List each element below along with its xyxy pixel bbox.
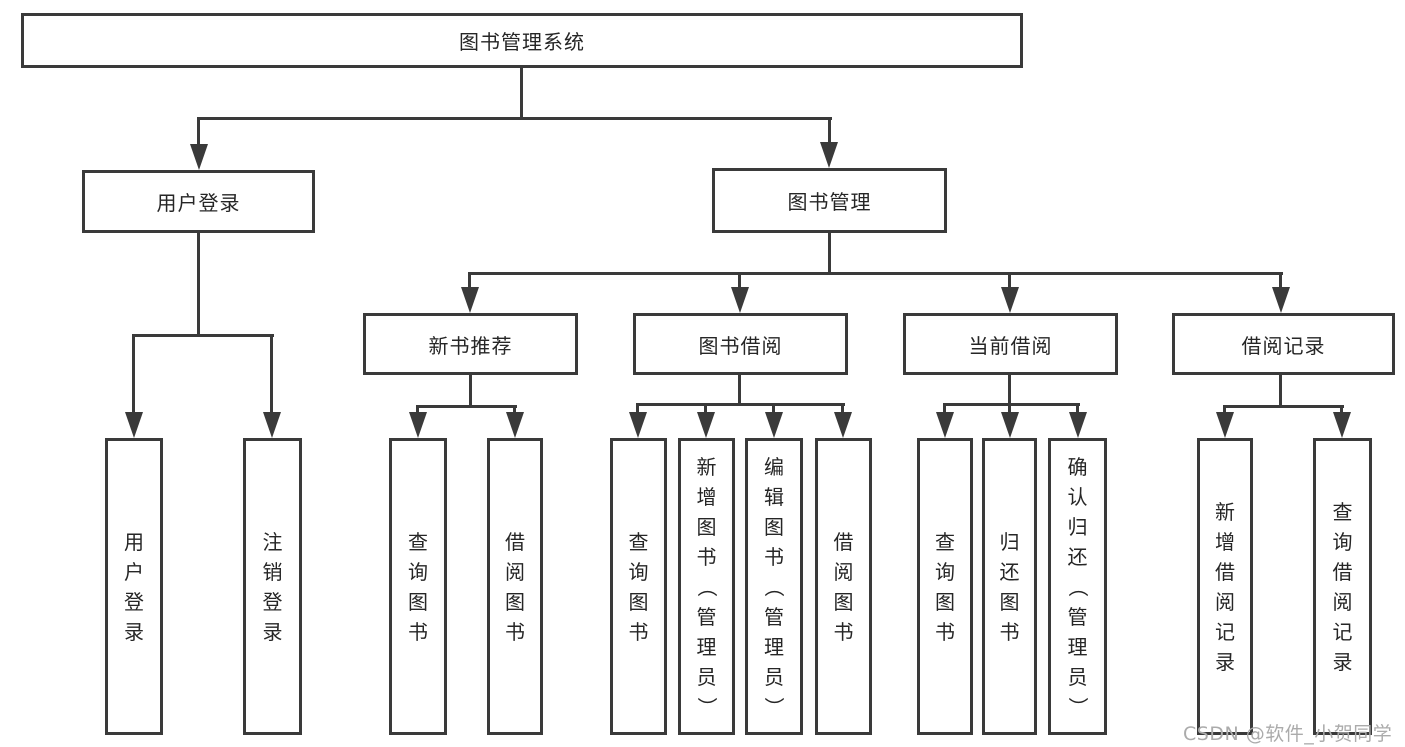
connector-line	[270, 334, 273, 414]
leaf-return-books: 归还图书	[982, 438, 1037, 735]
node-label: 借阅图书	[833, 529, 854, 644]
node-new-book-recommend: 新书推荐	[363, 313, 578, 375]
node-label: 用户登录	[124, 529, 144, 644]
node-borrow-records: 借阅记录	[1172, 313, 1395, 375]
connector-arrow-icon	[765, 412, 783, 438]
connector-line	[513, 405, 516, 414]
node-label: 图书管理系统	[459, 30, 585, 54]
node-label: 编辑图书（管理员）	[762, 454, 786, 717]
connector-line	[943, 403, 946, 414]
leaf-query-books-borrow: 查询图书	[610, 438, 667, 735]
connector-arrow-icon	[820, 142, 838, 168]
connector-line	[738, 375, 741, 406]
leaf-query-borrow-record: 查询借阅记录	[1313, 438, 1372, 735]
connector-arrow-icon	[1333, 412, 1351, 438]
leaf-borrow-books-recommend: 借阅图书	[487, 438, 543, 735]
node-user-login: 用户登录	[82, 170, 315, 233]
connector-arrow-icon	[731, 287, 749, 313]
connector-arrow-icon	[461, 287, 479, 313]
connector-arrow-icon	[629, 412, 647, 438]
connector-line	[1279, 272, 1282, 290]
leaf-query-books-recommend: 查询图书	[389, 438, 447, 735]
leaf-edit-books-admin: 编辑图书（管理员）	[745, 438, 803, 735]
node-label: 查询图书	[628, 529, 649, 644]
leaf-user-login: 用户登录	[105, 438, 163, 735]
connector-line	[469, 272, 1283, 275]
connector-arrow-icon	[409, 412, 427, 438]
node-library-system: 图书管理系统	[21, 13, 1023, 68]
connector-arrow-icon	[834, 412, 852, 438]
node-book-management: 图书管理	[712, 168, 947, 233]
leaf-borrow-books: 借阅图书	[815, 438, 872, 735]
node-label: 用户登录	[156, 191, 241, 215]
node-current-borrow: 当前借阅	[903, 313, 1118, 375]
connector-line	[738, 272, 741, 290]
connector-line	[704, 403, 707, 414]
connector-line	[416, 405, 419, 414]
connector-line	[197, 117, 832, 120]
leaf-add-books-admin: 新增图书（管理员）	[678, 438, 735, 735]
connector-line	[841, 403, 844, 414]
connector-arrow-icon	[1001, 287, 1019, 313]
node-label: 查询借阅记录	[1332, 499, 1353, 674]
node-label: 查询图书	[935, 529, 955, 644]
connector-arrow-icon	[506, 412, 524, 438]
connector-arrow-icon	[697, 412, 715, 438]
node-book-borrow: 图书借阅	[633, 313, 848, 375]
connector-line	[772, 403, 775, 414]
watermark-text: CSDN @软件_小贺同学	[1183, 723, 1393, 745]
node-label: 图书借阅	[698, 333, 783, 358]
connector-line	[132, 334, 135, 414]
connector-line	[132, 334, 274, 337]
leaf-query-books-current: 查询图书	[917, 438, 973, 735]
connector-arrow-icon	[190, 144, 208, 170]
connector-line	[828, 233, 831, 275]
node-label: 归还图书	[999, 529, 1020, 644]
connector-line	[1279, 375, 1282, 408]
leaf-confirm-return-admin: 确认归还（管理员）	[1048, 438, 1107, 735]
connector-line	[520, 68, 523, 118]
node-label: 当前借阅	[968, 333, 1053, 358]
leaf-logout: 注销登录	[243, 438, 302, 735]
connector-arrow-icon	[1216, 412, 1234, 438]
connector-line	[1223, 405, 1226, 414]
node-label: 新增借阅记录	[1215, 499, 1235, 674]
connector-arrow-icon	[1272, 287, 1290, 313]
connector-line	[636, 403, 639, 414]
connector-line	[1076, 403, 1079, 414]
connector-arrow-icon	[263, 412, 281, 438]
node-label: 新书推荐	[428, 333, 513, 358]
connector-line	[468, 272, 471, 290]
node-label: 借阅图书	[505, 529, 525, 644]
connector-line	[197, 117, 200, 146]
connector-line	[1223, 405, 1344, 408]
connector-line	[469, 375, 472, 408]
connector-line	[636, 403, 845, 406]
node-label: 借阅记录	[1241, 333, 1326, 358]
connector-line	[416, 405, 517, 408]
connector-arrow-icon	[936, 412, 954, 438]
connector-line	[1008, 272, 1011, 290]
node-label: 确认归还（管理员）	[1065, 454, 1090, 717]
connector-line	[197, 233, 200, 337]
node-label: 新增图书（管理员）	[694, 454, 719, 717]
connector-arrow-icon	[1001, 412, 1019, 438]
node-label: 查询图书	[408, 529, 428, 644]
connector-line	[828, 117, 831, 144]
connector-line	[943, 403, 1080, 406]
connector-arrow-icon	[125, 412, 143, 438]
node-label: 注销登录	[262, 529, 283, 644]
connector-line	[1008, 403, 1011, 414]
connector-arrow-icon	[1069, 412, 1087, 438]
connector-line	[1340, 405, 1343, 414]
leaf-add-borrow-record: 新增借阅记录	[1197, 438, 1253, 735]
node-label: 图书管理	[787, 190, 872, 214]
connector-line	[1008, 375, 1011, 406]
